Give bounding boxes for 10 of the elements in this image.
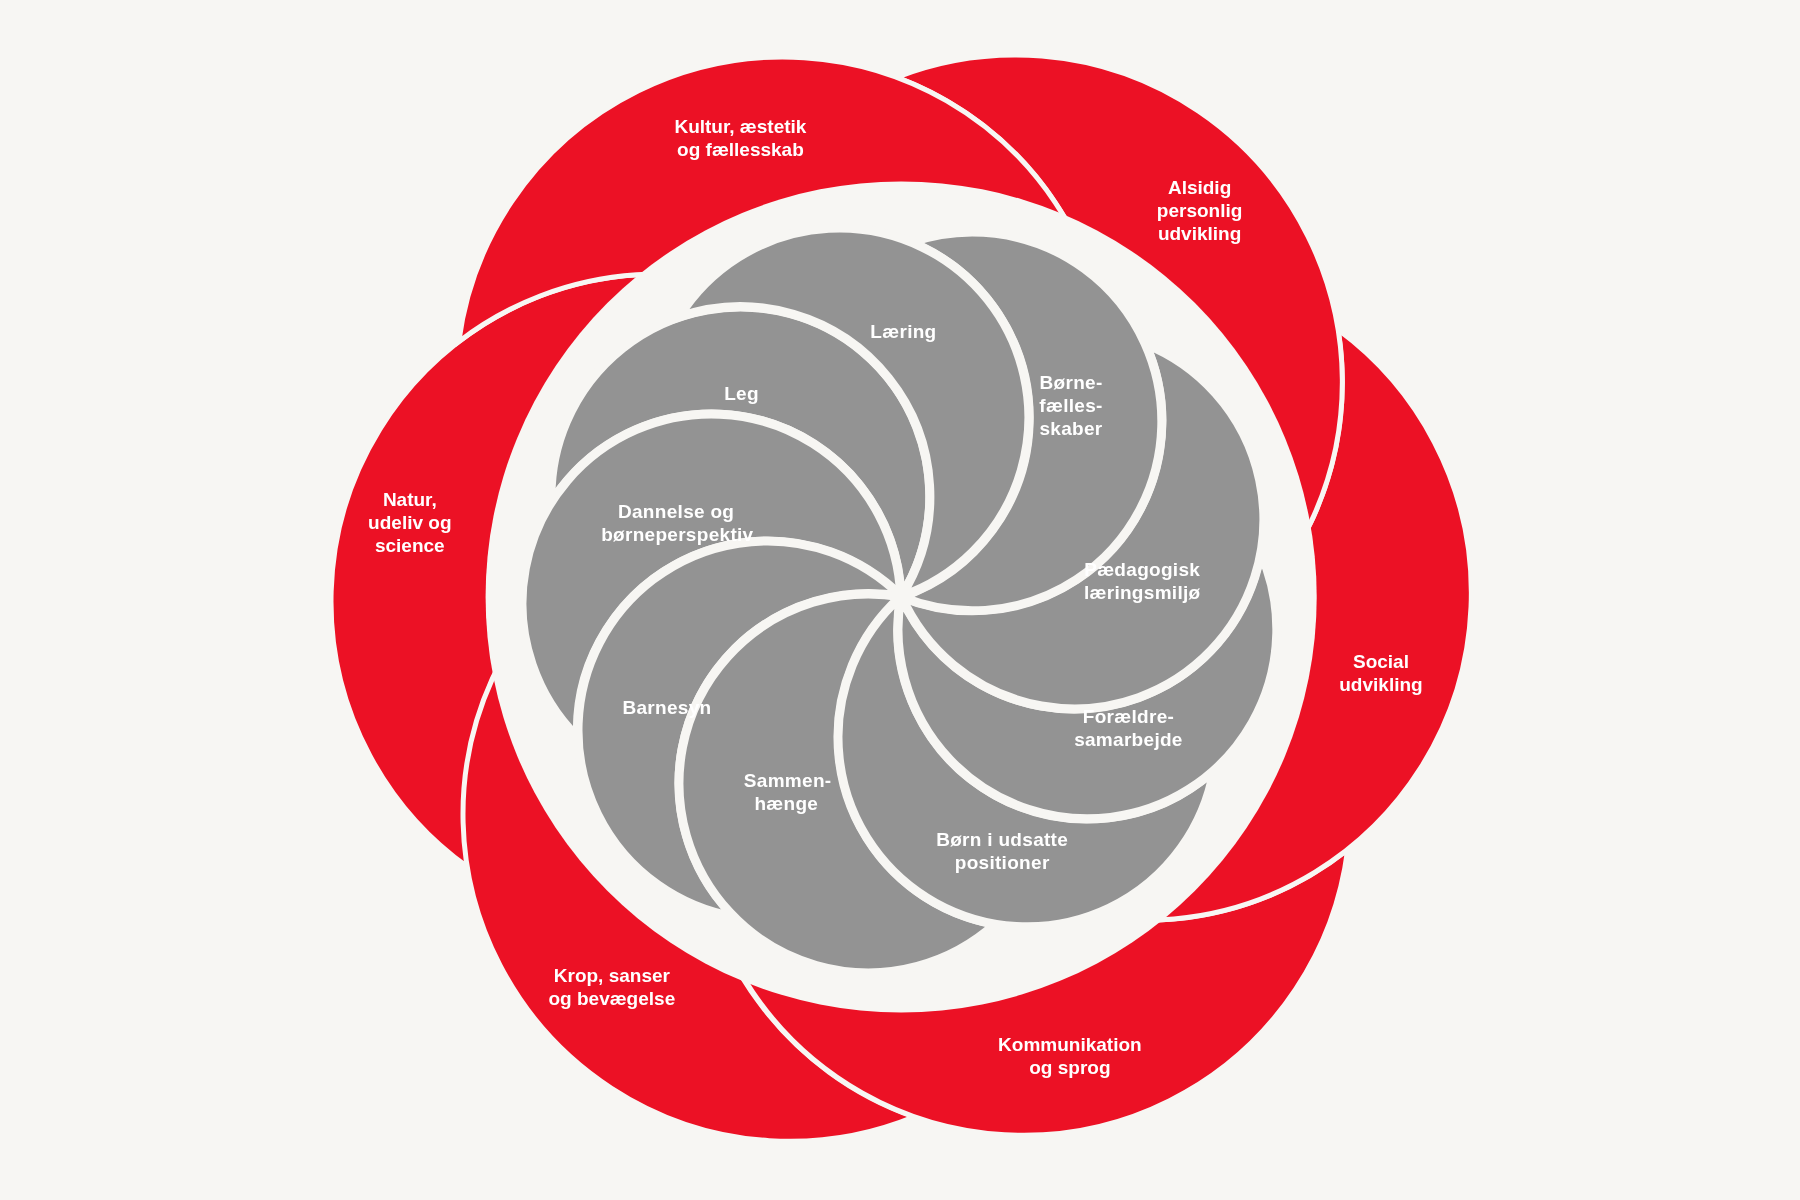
petal-label: Alsidig personlig udvikling bbox=[1155, 175, 1244, 245]
petal-label: Kultur, æstetik og fællesskab bbox=[673, 114, 808, 161]
petal-label: Natur, udeliv og science bbox=[367, 487, 453, 557]
petal-label: Social udvikling bbox=[1338, 649, 1424, 696]
petal-label: Kommunikation og sprog bbox=[997, 1033, 1143, 1080]
inner-petal-label: Børne- fælles- skaber bbox=[1038, 370, 1104, 440]
inner-petal-label: Børn i udsatte positioner bbox=[935, 827, 1070, 874]
inner-petal-label: Sammen- hænge bbox=[743, 769, 829, 816]
inner-petal-label: Forældre- samarbejde bbox=[1073, 704, 1184, 751]
petal-label: Krop, sanser og bevægelse bbox=[547, 964, 677, 1011]
